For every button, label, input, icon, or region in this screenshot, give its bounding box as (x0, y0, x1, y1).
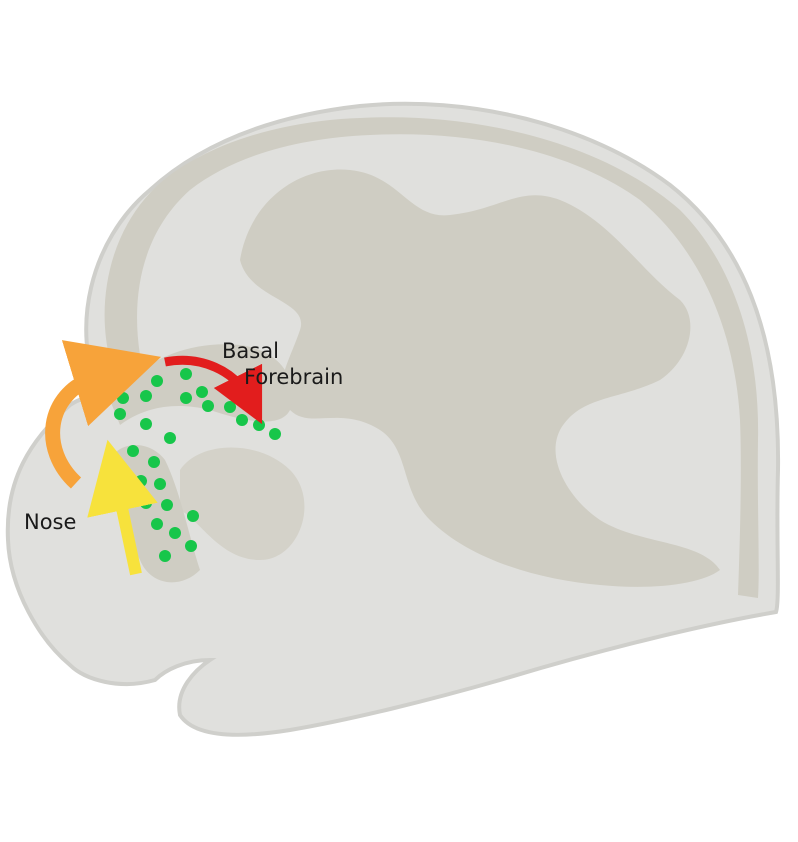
orange-arrow-icon (45, 340, 162, 489)
green-dot (135, 475, 147, 487)
green-dot (161, 499, 173, 511)
green-dot (180, 368, 192, 380)
green-dot (180, 392, 192, 404)
green-dot (154, 478, 166, 490)
green-dot (236, 414, 248, 426)
inner-matter (240, 169, 720, 587)
green-dot (202, 400, 214, 412)
green-dot (164, 432, 176, 444)
red-arrow-icon (164, 355, 263, 425)
yellow-arrow-icon (87, 439, 158, 576)
green-dot (148, 456, 160, 468)
green-dot (169, 527, 181, 539)
green-dot (196, 386, 208, 398)
green-dot (185, 540, 197, 552)
green-dot (140, 390, 152, 402)
nose-label: Nose (24, 510, 77, 534)
green-dot (117, 392, 129, 404)
green-dot (151, 518, 163, 530)
green-dot (140, 497, 152, 509)
green-dot (114, 408, 126, 420)
basal-label: Basal (222, 339, 279, 363)
green-dot (253, 419, 265, 431)
green-dot (224, 401, 236, 413)
green-dot (159, 550, 171, 562)
forebrain-label: Forebrain (244, 365, 344, 389)
green-dot (127, 445, 139, 457)
green-dot (140, 418, 152, 430)
green-dot (187, 510, 199, 522)
lower-fold (180, 447, 305, 560)
green-dot (269, 428, 281, 440)
green-dot (151, 375, 163, 387)
